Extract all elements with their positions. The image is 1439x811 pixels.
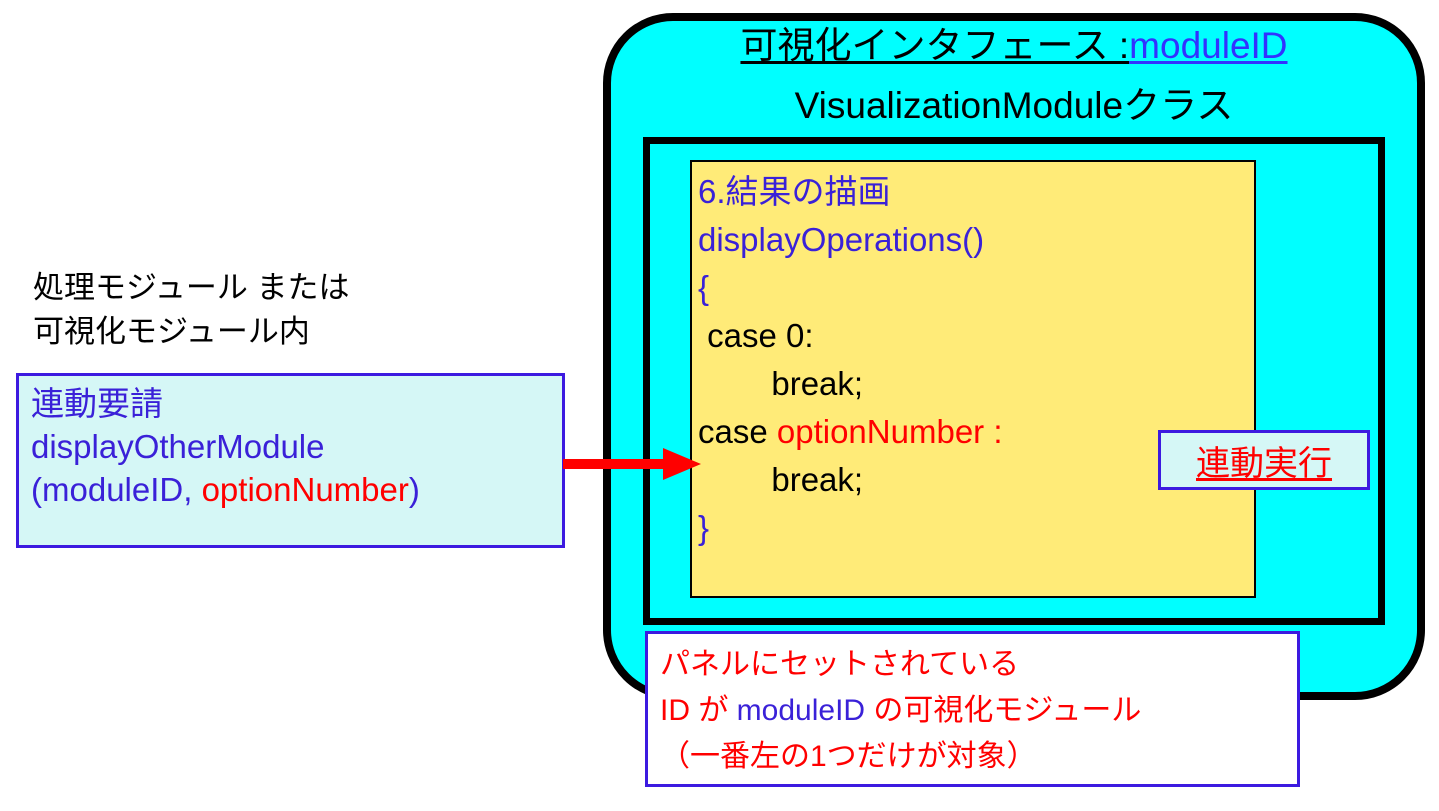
- note-line-2-suffix: の可視化モジュール: [865, 694, 1142, 727]
- code-line-break-2: break;: [698, 461, 864, 498]
- caller-context-line-2: 可視化モジュール内: [33, 314, 310, 349]
- code-line-method-signature: displayOperations(): [698, 221, 985, 258]
- case-keyword: case: [698, 413, 777, 450]
- option-number-token: optionNumber: [776, 413, 985, 450]
- arg-option-number: optionNumber: [201, 471, 409, 508]
- case-colon: :: [984, 413, 1003, 450]
- note-line-2-prefix: ID が: [660, 694, 737, 727]
- call-arguments: (moduleID, optionNumber): [31, 468, 562, 511]
- code-line-open-brace: {: [698, 269, 710, 306]
- note-line-2: ID が moduleID の可視化モジュール: [660, 688, 1297, 734]
- note-line-1: パネルにセットされている: [660, 648, 1020, 681]
- panel-title: 可視化インタフェース :moduleID: [603, 22, 1425, 70]
- call-request-heading: 連動要請: [31, 385, 163, 422]
- target-module-note-box: パネルにセットされている ID が moduleID の可視化モジュール （一番…: [645, 631, 1300, 787]
- note-line-3: （一番左の1つだけが対象）: [660, 740, 1037, 773]
- arg-module-id: moduleID: [42, 471, 184, 508]
- note-module-id-token: moduleID: [736, 694, 866, 727]
- panel-title-main: 可視化インタフェース :: [740, 25, 1130, 66]
- caller-context-label: 処理モジュール または可視化モジュール内: [33, 266, 349, 354]
- args-open-paren: (: [31, 471, 42, 508]
- code-block: 6.結果の描画 displayOperations() { case 0: br…: [690, 160, 1256, 598]
- panel-subtitle: VisualizationModuleクラス: [794, 85, 1234, 126]
- call-method-name: displayOtherModule: [31, 428, 325, 465]
- panel-title-module-id: moduleID: [1129, 25, 1288, 66]
- code-line-case-option-number: case optionNumber :: [698, 408, 1254, 456]
- linked-exec-badge: 連動実行: [1158, 430, 1370, 490]
- call-arrow-icon: [563, 448, 701, 480]
- arg-separator: ,: [183, 471, 202, 508]
- code-line-comment: 6.結果の描画: [698, 173, 891, 210]
- code-line-close-brace: }: [698, 509, 710, 546]
- call-request-box: 連動要請 displayOtherModule (moduleID, optio…: [16, 373, 565, 548]
- code-line-case-zero: case 0:: [698, 317, 814, 354]
- caller-context-line-1: 処理モジュール または: [33, 270, 350, 305]
- args-close-paren: ): [408, 471, 420, 508]
- linked-exec-badge-label: 連動実行: [1196, 444, 1332, 483]
- code-line-break-1: break;: [698, 365, 864, 402]
